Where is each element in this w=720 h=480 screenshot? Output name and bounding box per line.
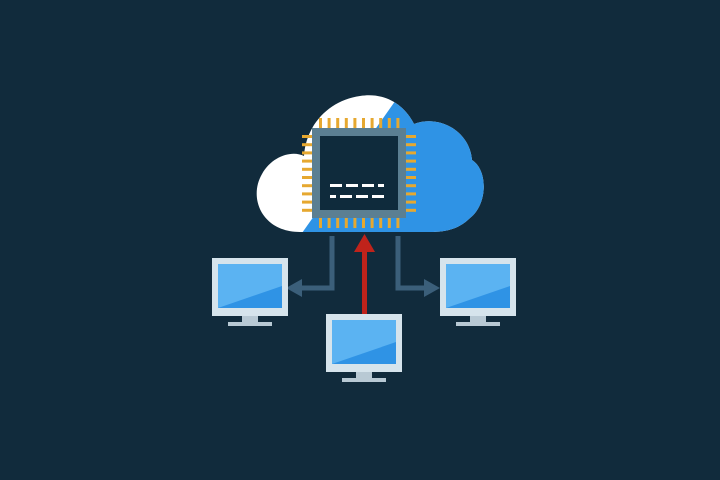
chip-pin (336, 218, 340, 228)
chip-pin (406, 159, 416, 163)
chip-pin (396, 218, 400, 228)
chip-pin (362, 118, 365, 128)
chip-pin (302, 192, 312, 196)
chip-pin (302, 135, 312, 138)
chip-pin (327, 118, 331, 128)
chip-pin (302, 200, 312, 204)
chip-pin (319, 118, 322, 128)
chip-pins (302, 118, 416, 228)
arrow-left-icon (286, 236, 335, 297)
monitor-center (326, 314, 402, 382)
chip-pin (396, 118, 400, 128)
monitor-icon (212, 258, 288, 326)
chip-pin (302, 184, 312, 188)
chip-pin (302, 167, 312, 171)
chip-pin (406, 192, 416, 196)
monitor-right (440, 258, 516, 326)
chip-pin (353, 218, 357, 228)
chip-pin (319, 218, 322, 228)
chip-pin (302, 176, 312, 179)
chip-pin (387, 218, 391, 228)
chip-pin (379, 218, 383, 228)
chip-pin (406, 200, 416, 204)
chip-pin (370, 218, 374, 228)
chip-pin (406, 143, 416, 147)
chip-pin (362, 218, 365, 228)
chip-pin (406, 176, 416, 179)
chip-pin (344, 118, 348, 128)
arrow-up-icon (354, 234, 375, 314)
chip-pin (327, 218, 331, 228)
monitor-icon (440, 258, 516, 326)
chip-pin (406, 135, 416, 138)
chip-pin (344, 218, 348, 228)
chip-pin (302, 143, 312, 147)
chip-pin (353, 118, 357, 128)
monitor-left (212, 258, 288, 326)
chip-pin (406, 208, 416, 212)
chip-pin (302, 208, 312, 212)
processor-chip-icon (302, 118, 416, 228)
arrow-right-icon (395, 236, 440, 297)
chip-pin (406, 184, 416, 188)
chip-pin (370, 118, 374, 128)
chip-status-dashes (330, 184, 384, 198)
chip-pin (406, 151, 416, 155)
chip-pin (336, 118, 340, 128)
chip-pin (379, 118, 383, 128)
chip-pin (302, 159, 312, 163)
chip-pin (406, 167, 416, 171)
monitor-icon (326, 314, 402, 382)
chip-pin (387, 118, 391, 128)
chip-pin (302, 151, 312, 155)
